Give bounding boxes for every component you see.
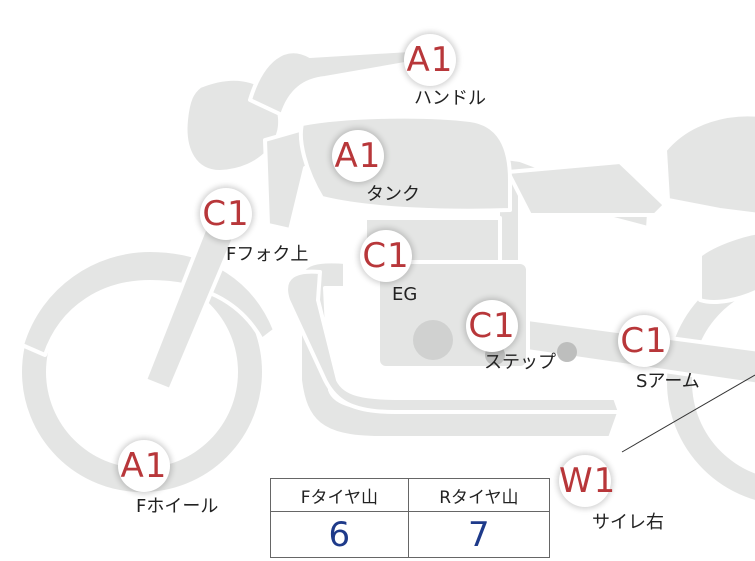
rear-tyre-value: 7	[407, 511, 551, 558]
leader-line	[621, 374, 755, 453]
grade-badge: A1	[332, 130, 384, 182]
part-label: Sアーム	[636, 371, 700, 392]
part-label: ステップ	[484, 352, 556, 373]
footpeg	[557, 342, 577, 362]
table-row: 6 7	[270, 511, 551, 558]
engine-cover	[413, 320, 453, 360]
tyre-tread-table: Fタイヤ山 Rタイヤ山 6 7	[270, 478, 551, 558]
grade-badge: C1	[360, 230, 412, 282]
table-row: Fタイヤ山 Rタイヤ山	[270, 478, 551, 512]
grade-badge: W1	[559, 455, 615, 507]
part-label: サイレ右	[592, 512, 664, 533]
grade-badge: A1	[404, 34, 456, 86]
part-label: ハンドル	[414, 88, 486, 109]
part-label: Fホイール	[136, 496, 219, 517]
grade-badge: A1	[118, 440, 170, 492]
front-tyre-header: Fタイヤ山	[270, 478, 409, 512]
handlebar	[248, 48, 430, 117]
grade-badge: C1	[466, 300, 518, 352]
grade-badge: C1	[618, 315, 670, 367]
seat	[506, 160, 667, 217]
part-label: EG	[392, 284, 418, 305]
front-tyre-value: 6	[270, 511, 409, 558]
exhaust-pipe-upper	[284, 269, 622, 414]
grade-badge: C1	[200, 188, 252, 240]
part-label: タンク	[366, 184, 420, 205]
part-label: Fフォク上	[226, 244, 309, 265]
muffler	[698, 230, 755, 304]
rear-tyre-header: Rタイヤ山	[407, 478, 551, 512]
side-cover	[663, 112, 755, 217]
